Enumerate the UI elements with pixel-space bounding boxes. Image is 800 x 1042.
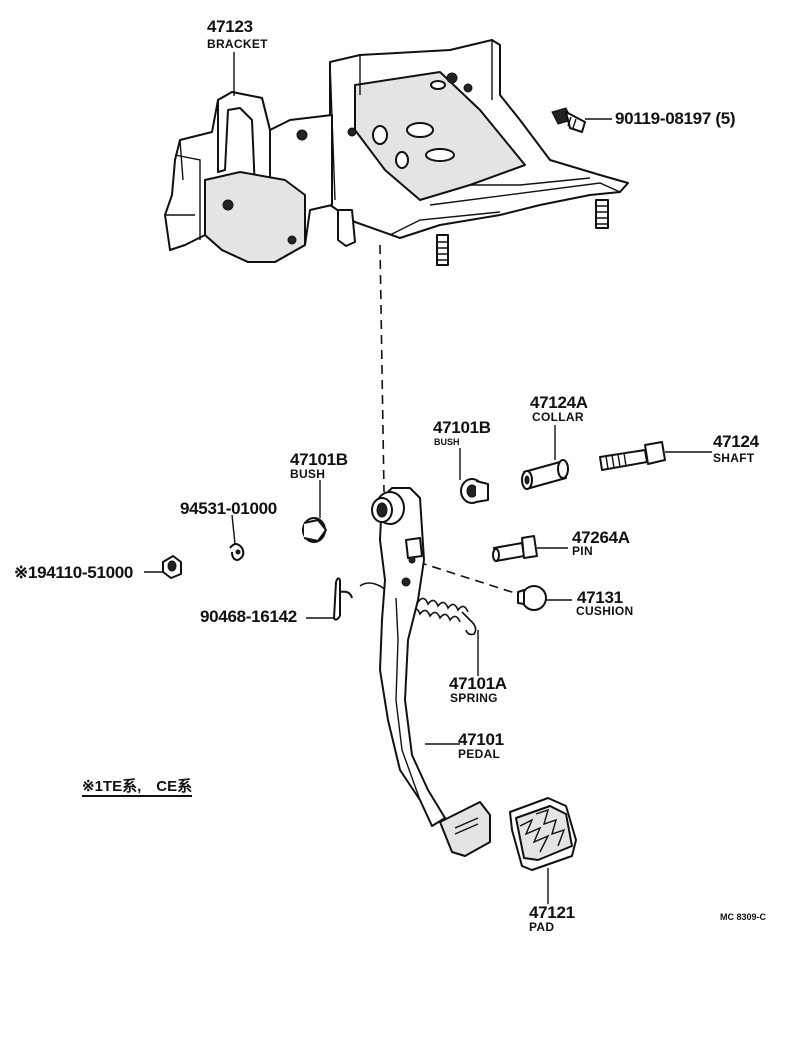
nut-part-number: ※194110-51000 [14, 563, 134, 582]
cushion-dashed-line [417, 561, 519, 595]
shaft-icon [599, 441, 666, 471]
clip-icon [229, 543, 245, 561]
clip2-part-number: 90468-16142 [200, 607, 297, 626]
cushion-icon [517, 585, 547, 611]
cushion-part-number: 47131 [577, 588, 623, 607]
clip-part-number: 94531-01000 [180, 499, 277, 518]
bracket-part-name: BRACKET [207, 37, 268, 51]
pedal-part-name: PEDAL [458, 747, 501, 761]
alignment-dashed-line [379, 244, 385, 493]
bracket-part-number: 47123 [207, 17, 253, 36]
figure-code: MC 8309-C [720, 912, 767, 922]
pedal-part-number: 47101 [458, 730, 504, 749]
clip-icon [333, 577, 353, 621]
bush-icon [302, 517, 327, 543]
bracket-icon [164, 39, 629, 266]
spring-part-number: 47101A [449, 674, 507, 693]
shaft-part-name: SHAFT [713, 451, 755, 465]
collar-part-name: COLLAR [532, 410, 584, 424]
bush-right-part-name: BUSH [434, 437, 460, 447]
pedal-icon [371, 487, 491, 857]
bolt-part-number: 90119-08197 (5) [615, 109, 736, 128]
model-note: ※1TE系, CE系 [82, 778, 193, 797]
pad-part-number: 47121 [529, 903, 575, 922]
pin-icon [492, 535, 538, 562]
pad-icon [509, 797, 577, 871]
nut-icon [162, 555, 182, 579]
bush-left-part-number: 47101B [290, 450, 348, 469]
spring-part-name: SPRING [450, 691, 498, 705]
bush-icon [460, 478, 489, 504]
pin-part-name: PIN [572, 544, 593, 558]
pin-part-number: 47264A [572, 528, 630, 547]
bush-left-part-name: BUSH [290, 467, 326, 481]
cushion-part-name: CUSHION [576, 604, 634, 618]
shaft-part-number: 47124 [713, 432, 759, 451]
bolt-icon [551, 107, 586, 133]
collar-icon [521, 459, 569, 490]
pad-part-name: PAD [529, 920, 555, 934]
bush-right-part-number: 47101B [433, 418, 491, 437]
collar-part-number: 47124A [530, 393, 588, 412]
